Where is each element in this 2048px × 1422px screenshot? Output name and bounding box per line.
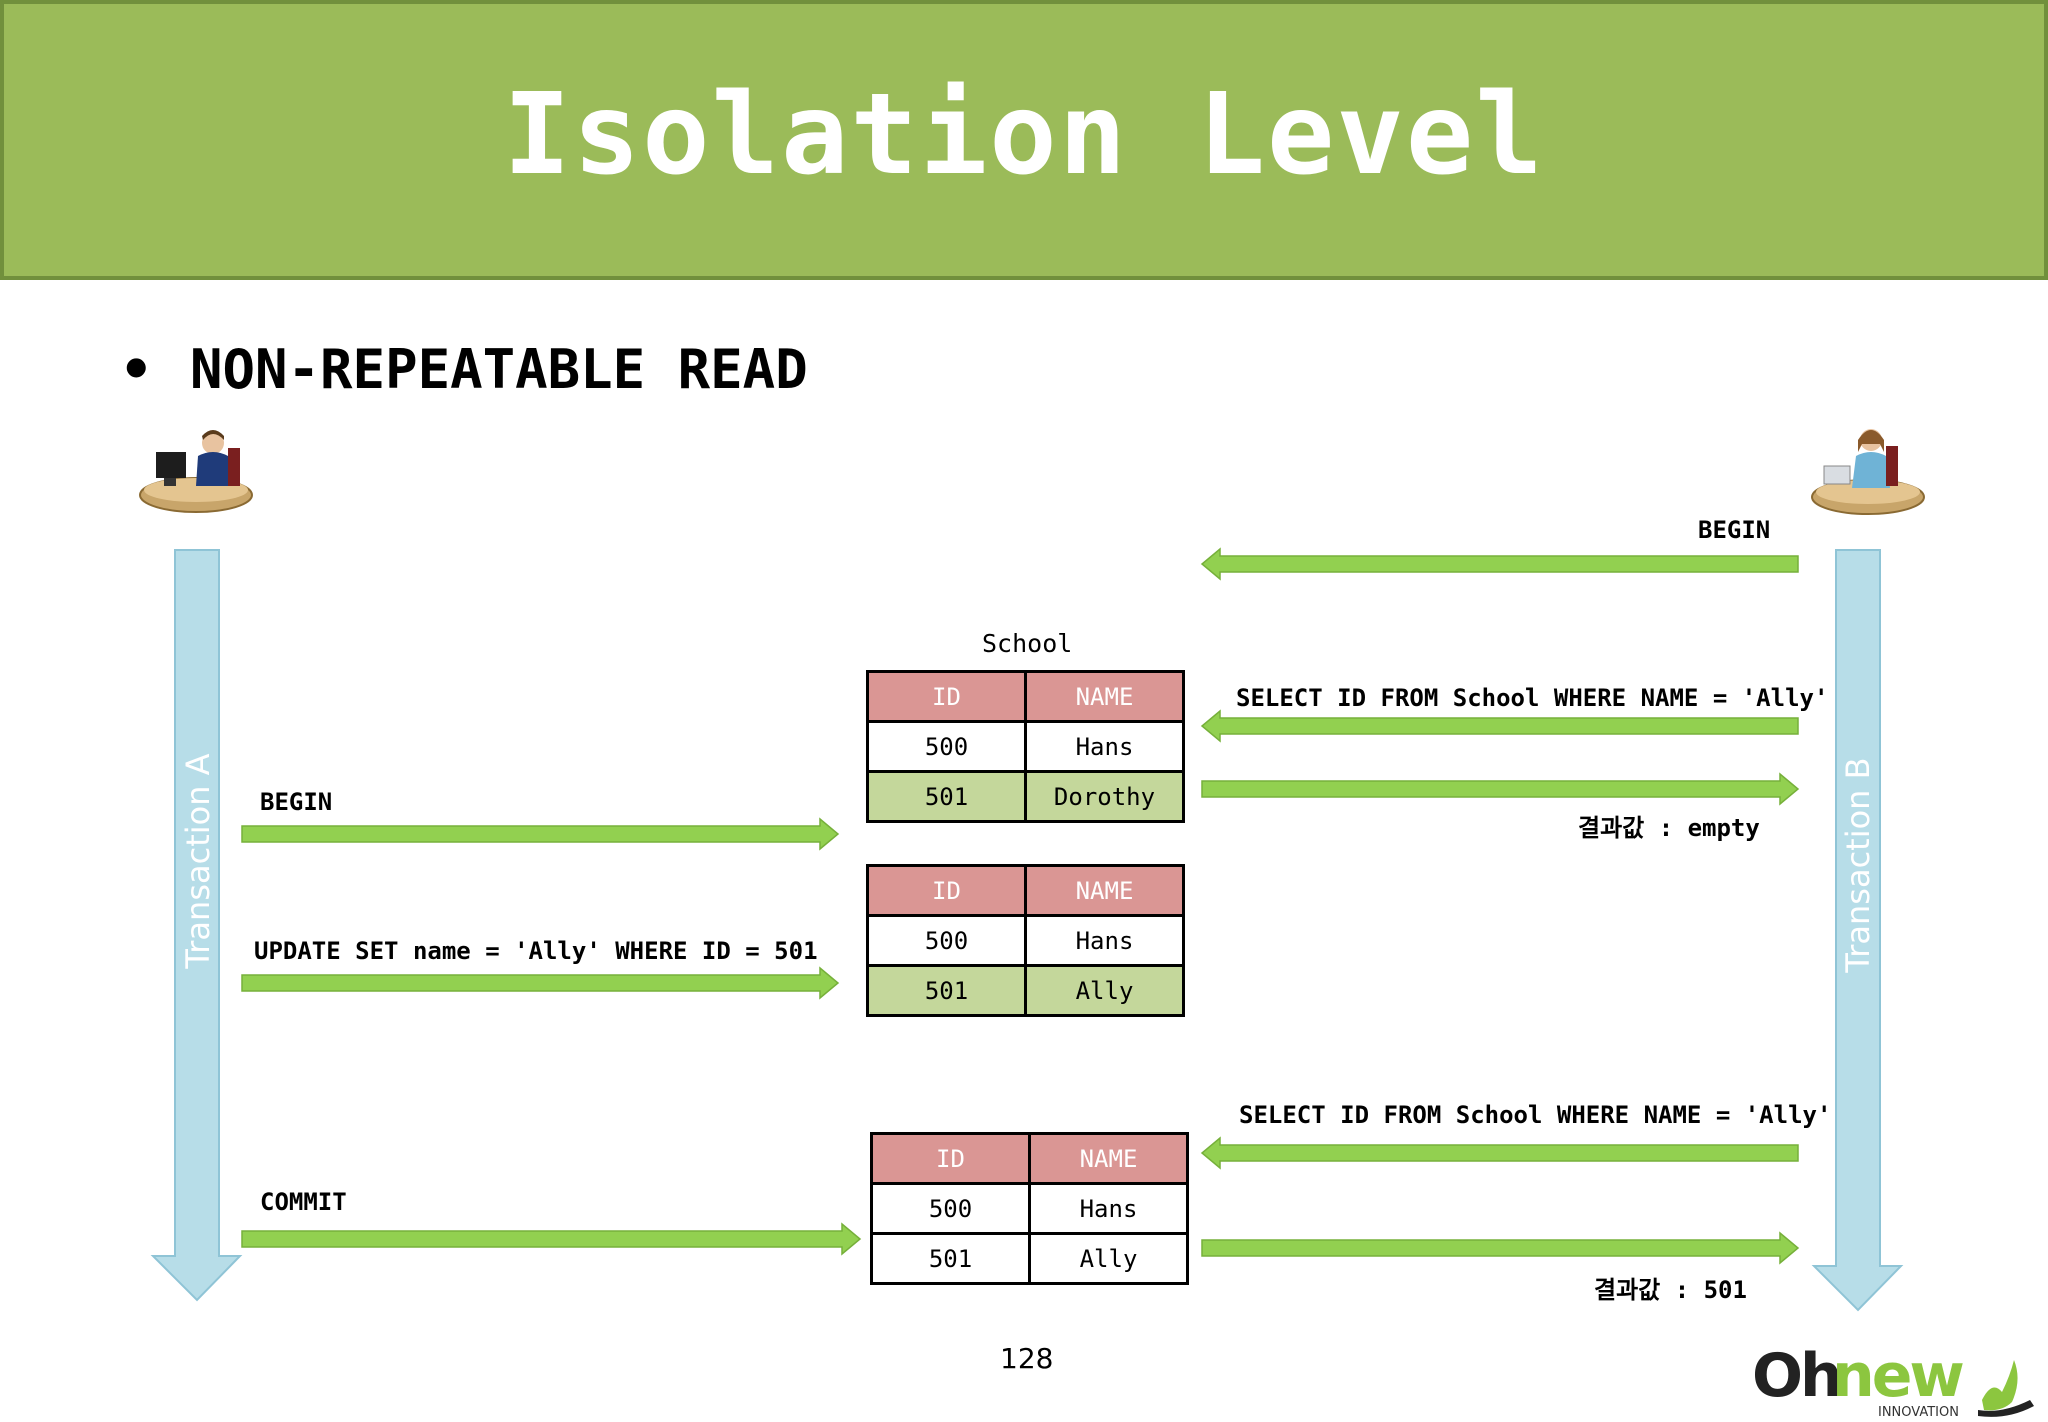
b-select-2-label: SELECT ID FROM School WHERE NAME = 'Ally… <box>1239 1101 1831 1129</box>
transaction-b-label: Transaction B <box>1839 755 1877 975</box>
cell-id: 501 <box>872 1234 1030 1284</box>
table-header-row: ID NAME <box>868 866 1184 916</box>
logo-subtext: INNOVATION <box>1878 1405 1959 1418</box>
table-header-row: ID NAME <box>872 1134 1188 1184</box>
arrow-b-select-2 <box>1202 1138 1798 1168</box>
header-id: ID <box>868 672 1026 722</box>
header-name: NAME <box>1026 866 1184 916</box>
header-name: NAME <box>1030 1134 1188 1184</box>
header-name: NAME <box>1026 672 1184 722</box>
table-header-row: ID NAME <box>868 672 1184 722</box>
table-row: 500 Hans <box>868 722 1184 772</box>
header-id: ID <box>872 1134 1030 1184</box>
cell-name: Dorothy <box>1026 772 1184 822</box>
b-result-1-label: 결과값 : empty <box>1578 808 1760 843</box>
cell-id: 500 <box>868 916 1026 966</box>
arrow-b-select-1 <box>1202 711 1798 741</box>
page-number: 128 <box>1000 1342 1053 1375</box>
b-begin-label: BEGIN <box>1698 516 1770 544</box>
arrow-b-begin <box>1202 549 1798 579</box>
transaction-a-label: Transaction A <box>179 751 217 971</box>
cell-id: 500 <box>872 1184 1030 1234</box>
ohnew-logo: Oh new INNOVATION <box>1752 1340 2042 1422</box>
school-table-updated: ID NAME 500 Hans 501 Ally <box>866 864 1185 1017</box>
cell-id: 500 <box>868 722 1026 772</box>
cell-name: Ally <box>1026 966 1184 1016</box>
logo-text-oh: Oh <box>1752 1341 1840 1411</box>
header-id: ID <box>868 866 1026 916</box>
cell-id: 501 <box>868 966 1026 1016</box>
cell-name: Hans <box>1030 1184 1188 1234</box>
cell-name: Ally <box>1030 1234 1188 1284</box>
a-begin-label: BEGIN <box>260 788 332 816</box>
arrow-b-result-2 <box>1202 1233 1798 1263</box>
logo-text-new: new <box>1832 1341 1963 1411</box>
cell-name: Hans <box>1026 916 1184 966</box>
arrow-a-commit <box>242 1224 860 1254</box>
school-table-before: ID NAME 500 Hans 501 Dorothy <box>866 670 1185 823</box>
table-row-highlighted: 501 Ally <box>868 966 1184 1016</box>
b-result-2-label: 결과값 : 501 <box>1594 1270 1747 1305</box>
arrow-a-begin <box>242 819 838 849</box>
table-row: 500 Hans <box>868 916 1184 966</box>
user-b-icon <box>1812 429 1924 514</box>
table-row: 500 Hans <box>872 1184 1188 1234</box>
a-commit-label: COMMIT <box>260 1188 347 1216</box>
arrow-b-result-1 <box>1202 774 1798 804</box>
cell-name: Hans <box>1026 722 1184 772</box>
b-select-1-label: SELECT ID FROM School WHERE NAME = 'Ally… <box>1236 684 1828 712</box>
school-table-committed: ID NAME 500 Hans 501 Ally <box>870 1132 1189 1285</box>
table-row: 501 Ally <box>872 1234 1188 1284</box>
cell-id: 501 <box>868 772 1026 822</box>
arrow-a-update <box>242 968 838 998</box>
logo-mark: Oh new INNOVATION <box>1752 1340 2042 1418</box>
table-caption: School <box>982 629 1072 658</box>
a-update-label: UPDATE SET name = 'Ally' WHERE ID = 501 <box>254 937 818 965</box>
user-a-icon <box>140 430 252 512</box>
table-row-highlighted: 501 Dorothy <box>868 772 1184 822</box>
logo-leaf-icon <box>1982 1360 2018 1410</box>
